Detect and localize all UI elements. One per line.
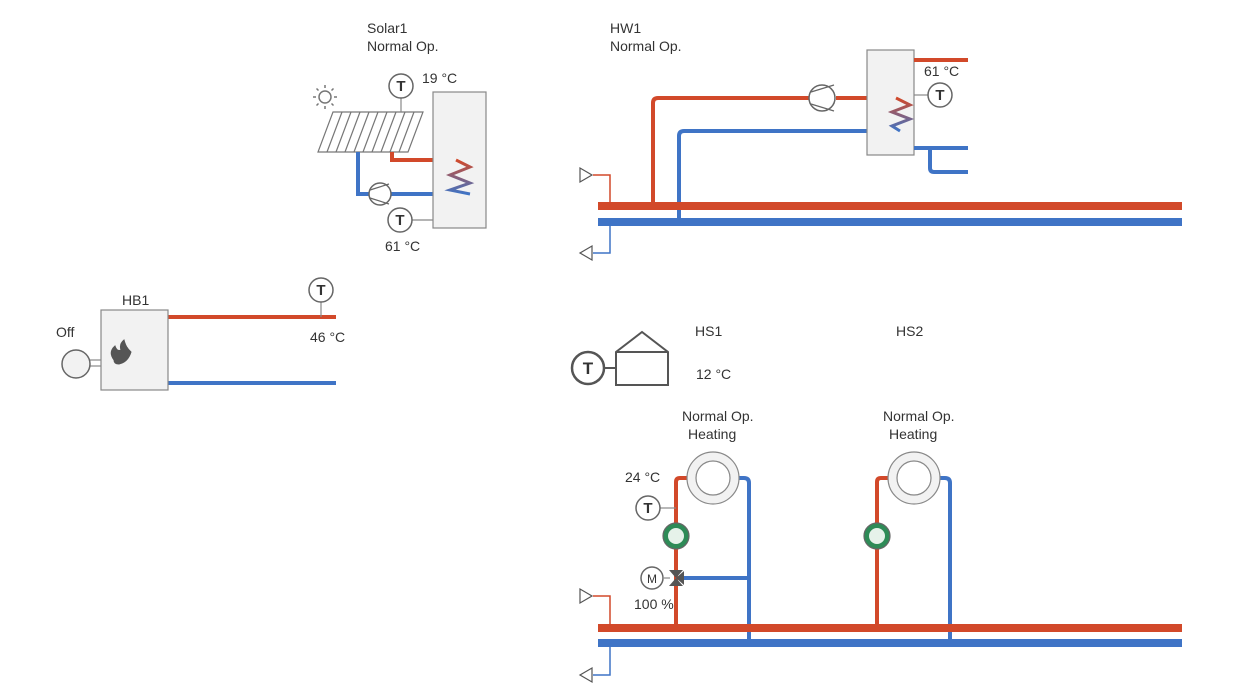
solar-tank-temp-value: 61 °C [385, 238, 420, 254]
hs2-name: HS2 [896, 323, 923, 339]
hw-temp-value: 61 °C [924, 63, 959, 79]
lower-return-arrow-icon [578, 666, 593, 684]
upper-return-arrow-icon [578, 244, 593, 262]
hs2-supply-pipe [875, 476, 890, 628]
collector-temp-value: 19 °C [422, 70, 457, 86]
hw-circulation-pipe [928, 148, 968, 174]
hot-water-unit[interactable]: HW1 Normal Op. T 61 °C [610, 20, 968, 220]
hw-sensor-symbol: T [935, 87, 944, 104]
heating-circuit-hs1[interactable]: HS1 Normal Op. Heating T 24 °C [625, 323, 754, 643]
upper-supply-arrow-icon [579, 166, 594, 184]
hs1-supply-pipe [674, 476, 690, 628]
hs1-flow-temp-value: 24 °C [625, 469, 660, 485]
hs1-mode: Heating [688, 426, 736, 442]
hs1-sensor-symbol: T [643, 500, 652, 517]
lower-supply-arrow-icon [579, 587, 594, 605]
hs1-temp-sensor-icon[interactable]: T [635, 495, 661, 521]
hs2-pump-icon[interactable] [863, 522, 891, 550]
hs1-radiator-icon[interactable] [686, 451, 740, 505]
solar-collector-icon [317, 111, 424, 153]
outdoor-temp-value: 12 °C [696, 366, 731, 382]
boiler-temp-sensor-icon[interactable]: T [308, 277, 334, 303]
hs2-return-pipe [937, 476, 952, 643]
solar-status: Normal Op. [367, 38, 439, 54]
hs2-mode: Heating [889, 426, 937, 442]
tank-sensor-symbol: T [395, 212, 404, 229]
solar-name: Solar1 [367, 20, 408, 36]
solar-pump-icon[interactable] [368, 182, 392, 206]
boiler-icon[interactable] [100, 309, 169, 391]
boiler-flow-temp-value: 46 °C [310, 329, 345, 345]
collector-temp-sensor-icon[interactable]: T [388, 73, 414, 99]
hs2-status: Normal Op. [883, 408, 955, 424]
boiler-name: HB1 [122, 292, 149, 308]
boiler-pump-icon[interactable] [61, 349, 91, 379]
hw-heat-exchanger-coil-icon [887, 96, 915, 133]
hs1-valve-position-value: 100 % [634, 596, 674, 612]
hs1-valve-symbol: M [647, 572, 657, 586]
burner-flame-icon [110, 339, 132, 365]
heating-circuit-hs2[interactable]: HS2 Normal Op. Heating [863, 323, 955, 643]
lower-header [578, 587, 1182, 684]
hs1-valve-motor-icon[interactable]: M [640, 566, 664, 590]
solar-tank-temp-sensor-icon[interactable]: T [387, 207, 413, 233]
hs1-name: HS1 [695, 323, 722, 339]
hs1-mixing-valve-icon[interactable] [669, 570, 684, 586]
house-icon [615, 330, 669, 386]
outdoor-unit[interactable]: T 12 °C [570, 330, 731, 386]
hw-supply-pipe [651, 96, 810, 206]
sun-icon [313, 85, 337, 109]
solar-heat-exchanger-coil-icon [444, 158, 475, 196]
solar-unit[interactable]: Solar1 Normal Op. [313, 20, 487, 254]
outdoor-sensor-symbol: T [583, 359, 594, 378]
hw-temp-sensor-icon[interactable]: T [927, 82, 953, 108]
collector-sensor-symbol: T [396, 78, 405, 95]
outdoor-sensor-icon[interactable]: T [570, 350, 606, 386]
hs2-radiator-icon[interactable] [887, 451, 941, 505]
boiler-sensor-symbol: T [316, 282, 325, 299]
solar-tank-icon[interactable] [432, 91, 487, 229]
hw-name: HW1 [610, 20, 641, 36]
hw-return-pipe [677, 129, 896, 220]
hs1-status: Normal Op. [682, 408, 754, 424]
hw-pump-icon[interactable] [808, 84, 836, 112]
hw-status: Normal Op. [610, 38, 682, 54]
boiler-state: Off [56, 324, 75, 340]
hs1-pump-icon[interactable] [662, 522, 690, 550]
boiler-unit[interactable]: HB1 Off T 46 °C [56, 277, 345, 391]
hs1-return-pipe [736, 476, 751, 643]
upper-header [578, 166, 1182, 262]
